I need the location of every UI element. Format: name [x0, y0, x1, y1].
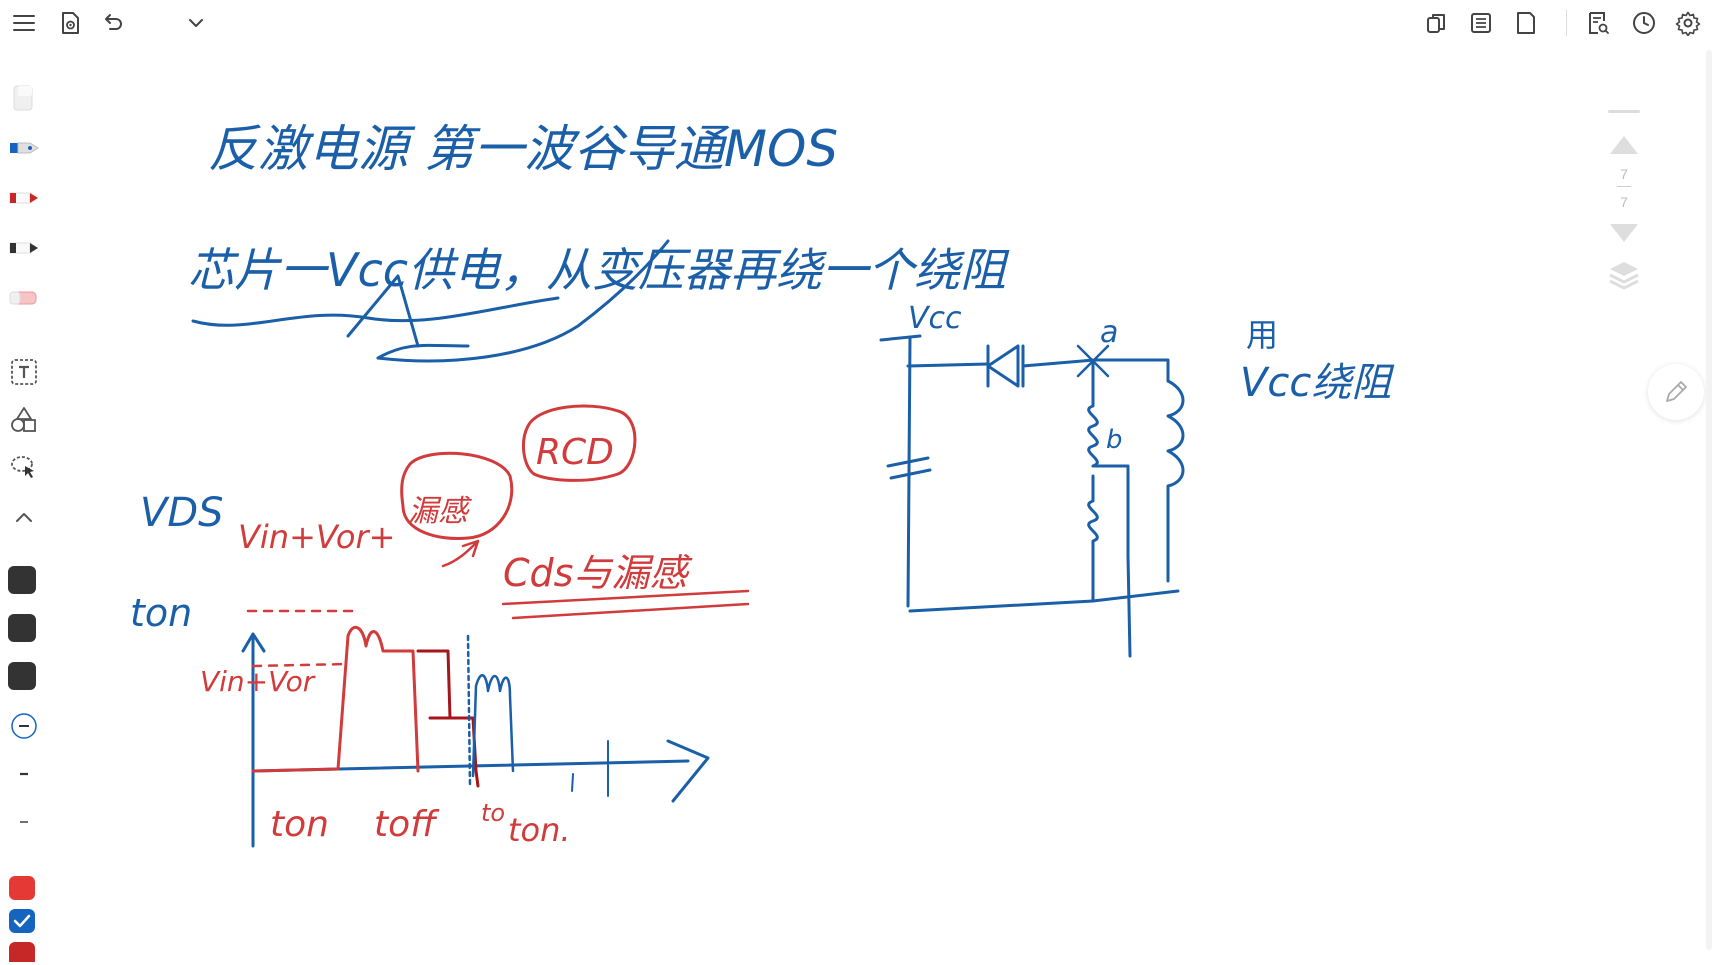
handwriting-line-1: 反激电源 第一波谷导通MOS [208, 120, 838, 178]
ringing-dash [466, 634, 472, 788]
rcd-label: RCD [536, 432, 614, 473]
stroke-width-circle[interactable] [4, 706, 44, 746]
connector-curve-2 [376, 343, 470, 360]
fountain-pen-tool[interactable] [4, 128, 44, 168]
t-on-label: ton [270, 804, 329, 845]
connector-curve [376, 239, 670, 363]
undo-icon[interactable] [94, 5, 130, 41]
page-up-icon[interactable] [1606, 130, 1642, 158]
vds-label: VDS [140, 490, 224, 536]
dark-red-color-swatch[interactable] [9, 942, 35, 962]
underline-stroke [191, 296, 560, 327]
tool-sidebar [0, 46, 48, 965]
document-icon[interactable] [52, 5, 88, 41]
clock-icon[interactable] [1626, 5, 1662, 41]
x-axis [251, 739, 710, 803]
vcc-tick [879, 334, 922, 342]
node-a-label: a [1100, 315, 1118, 350]
pager-handle [1608, 110, 1640, 113]
t-off-label: toff [374, 804, 440, 845]
menu-icon[interactable] [6, 5, 42, 41]
axis-ticks [571, 740, 609, 797]
page-divider [1617, 186, 1631, 187]
handwriting-line-2: 芯片一Vcc供电，从变压器再绕一个绕阻 [188, 243, 1010, 297]
vertical-scrollbar[interactable] [1706, 50, 1712, 950]
current-page: 7 [1620, 166, 1628, 182]
vds-waveform-dark [416, 649, 480, 788]
eraser-tool[interactable] [4, 78, 44, 118]
ton-left-label: ton [130, 591, 192, 635]
copy-icon[interactable] [1418, 5, 1454, 41]
pencil-button[interactable] [1648, 364, 1704, 420]
resistor-upper [1087, 360, 1099, 468]
chevron-down-icon[interactable] [178, 5, 214, 41]
list-icon[interactable] [1463, 5, 1499, 41]
gear-icon[interactable] [1670, 5, 1706, 41]
capacitor-symbol [886, 456, 932, 480]
leak-arrow [441, 539, 480, 568]
lasso-tool[interactable] [4, 448, 44, 488]
right-note-1: 用 [1246, 316, 1278, 354]
right-note-2: Vcc绕阻 [1240, 360, 1394, 406]
highlighter-tool[interactable] [4, 278, 44, 318]
leak-bubble [400, 451, 514, 541]
leak-label: 漏感 [408, 494, 472, 529]
search-doc-icon[interactable] [1580, 5, 1616, 41]
vds-waveform [246, 609, 420, 773]
bottom-rail [908, 589, 1180, 613]
text-tool[interactable] [4, 352, 44, 392]
note-canvas[interactable]: 反激电源 第一波谷导通MOS 芯片一Vcc供电，从变压器再绕一个绕阻 Vcc a… [48, 46, 1716, 965]
black-pen-tool[interactable] [4, 228, 44, 268]
left-rail [906, 336, 912, 608]
vcc-label: Vcc [908, 301, 962, 336]
color-swatch[interactable] [8, 566, 36, 594]
total-pages: 7 [1620, 194, 1628, 210]
color-swatch[interactable] [8, 614, 36, 642]
diode-wire-left [906, 362, 990, 368]
color-swatch[interactable] [8, 662, 36, 690]
ink-layer: 反激电源 第一波谷导通MOS 芯片一Vcc供电，从变压器再绕一个绕阻 Vcc a… [130, 120, 1394, 849]
circuit-diagram [879, 334, 1185, 658]
stroke-width-thin[interactable] [4, 754, 44, 794]
page-down-icon[interactable] [1606, 220, 1642, 248]
diode-symbol [986, 344, 1025, 388]
t-o-label: to [481, 799, 505, 827]
down-lead [1126, 554, 1132, 658]
stroke-width-thinner[interactable] [4, 802, 44, 842]
vin-vor-label: Vin+Vor [200, 665, 316, 698]
waveform-pulse [251, 625, 420, 773]
top-toolbar [0, 0, 1716, 47]
cds-leak-label: Cds与漏感 [503, 551, 693, 595]
page-navigator: 7 7 [1602, 110, 1646, 300]
red-color-swatch[interactable] [9, 876, 35, 900]
t-on2-label: ton. [508, 811, 571, 849]
page-icon[interactable] [1508, 5, 1544, 41]
toolbar-divider [1566, 10, 1567, 36]
arrow-up-stroke [346, 274, 420, 348]
top-right-wire [1092, 358, 1170, 383]
layers-icon[interactable] [1606, 258, 1642, 292]
rcd-bubble [521, 404, 637, 482]
diode-wire-right [1021, 358, 1096, 368]
pencil-icon [1666, 381, 1687, 402]
vin-vor-plus-label: Vin+Vor+ [238, 518, 395, 556]
ringing [471, 674, 515, 778]
inductor-symbol [1166, 379, 1185, 583]
node-b-label: b [1106, 425, 1123, 455]
resistor-lower [1087, 464, 1130, 603]
red-pen-tool[interactable] [4, 178, 44, 218]
ringing-waveform [466, 634, 515, 788]
shapes-tool[interactable] [4, 400, 44, 440]
chevron-up-icon[interactable] [4, 498, 44, 538]
vin-vor-dash [251, 662, 350, 668]
blue-color-swatch-selected[interactable] [9, 909, 35, 933]
y-axis [241, 632, 266, 848]
cds-underline [501, 589, 750, 620]
